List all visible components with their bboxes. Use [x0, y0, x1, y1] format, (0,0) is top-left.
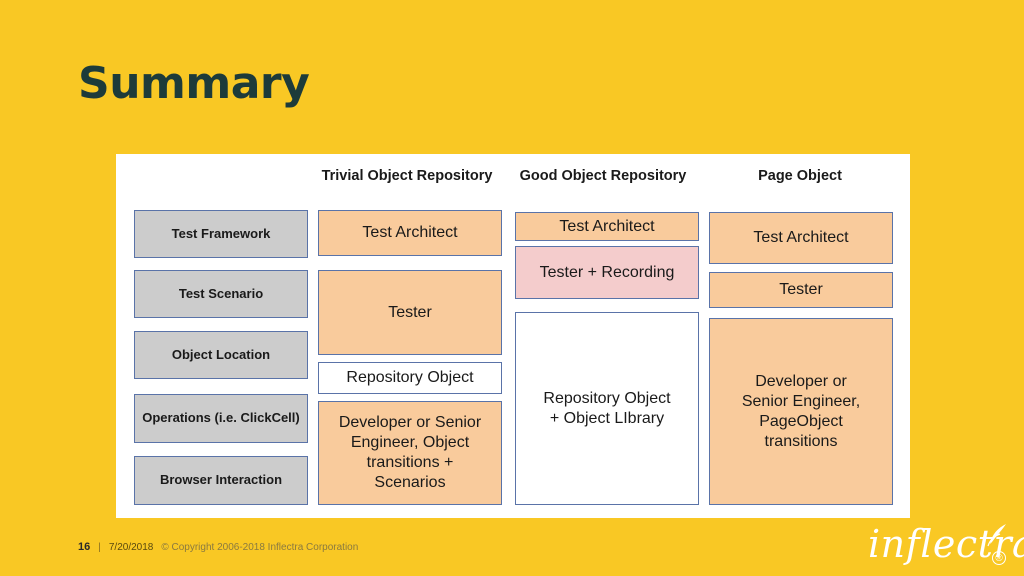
column-header-trivial: Trivial Object Repository	[321, 168, 493, 184]
trivial-repository-object: Repository Object	[318, 362, 502, 394]
trivial-developer: Developer or Senior Engineer, Object tra…	[318, 401, 502, 505]
layer-browser-interaction: Browser Interaction	[134, 456, 308, 505]
good-test-architect: Test Architect	[515, 212, 699, 241]
trivial-tester: Tester	[318, 270, 502, 355]
good-tester-recording: Tester + Recording	[515, 246, 699, 299]
slide-title: Summary	[78, 58, 310, 109]
layer-operations: Operations (i.e. ClickCell)	[134, 394, 308, 443]
copyright-text: © Copyright 2006-2018 Inflectra Corporat…	[161, 541, 359, 553]
diagram-panel: Trivial Object Repository Good Object Re…	[116, 154, 910, 518]
layer-object-location: Object Location	[134, 331, 308, 379]
footer-separator: |	[98, 541, 101, 553]
layer-test-framework: Test Framework	[134, 210, 308, 258]
page-test-architect: Test Architect	[709, 212, 893, 264]
leaf-icon	[987, 524, 1006, 547]
page-developer: Developer or Senior Engineer, PageObject…	[709, 318, 893, 505]
column-header-good: Good Object Repository	[519, 168, 687, 184]
page-tester: Tester	[709, 272, 893, 308]
slide-date: 7/20/2018	[108, 541, 154, 553]
page-number: 16	[78, 541, 91, 553]
good-repository-library: Repository Object + Object LIbrary	[515, 312, 699, 505]
trivial-test-architect: Test Architect	[318, 210, 502, 256]
column-header-page-object: Page Object	[758, 168, 842, 184]
slide-footer: 16 | 7/20/2018 © Copyright 2006-2018 Inf…	[78, 541, 358, 553]
layer-test-scenario: Test Scenario	[134, 270, 308, 318]
registered-mark: ®	[992, 551, 1006, 565]
